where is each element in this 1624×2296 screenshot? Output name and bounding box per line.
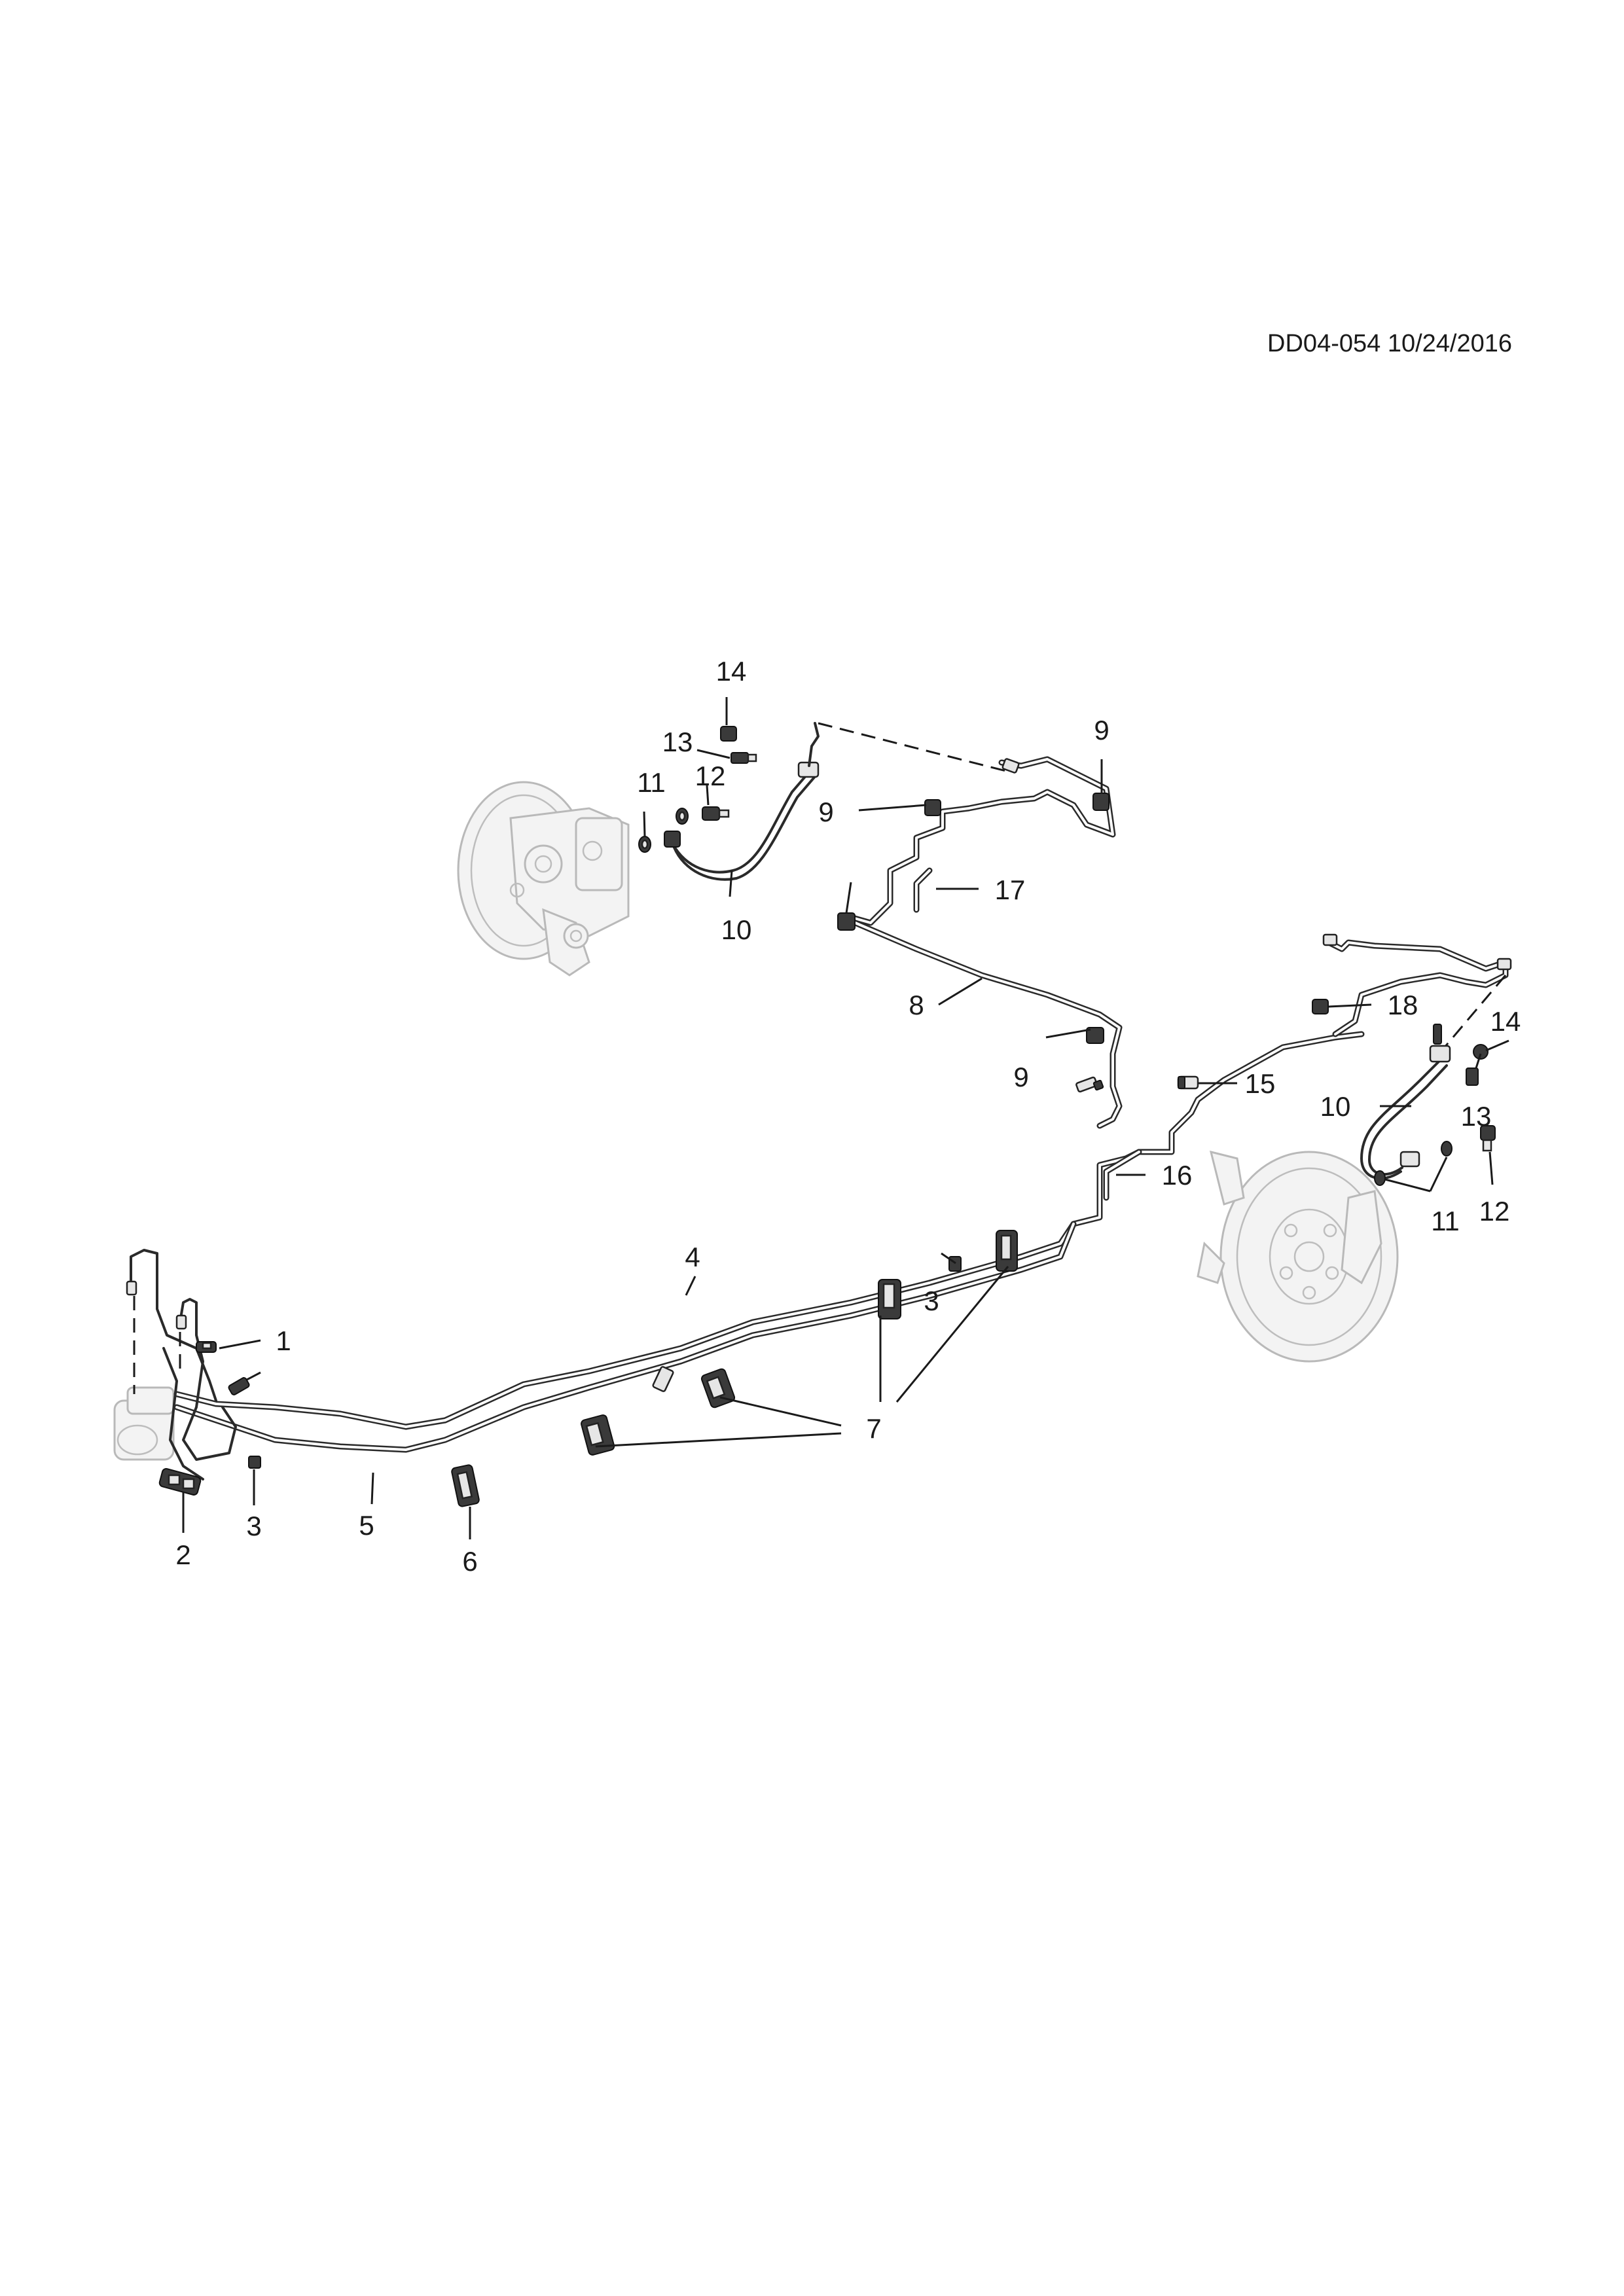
callout-9-low: 9 <box>1013 1062 1028 1092</box>
washer-11c <box>1374 1170 1386 1186</box>
brake-pipe-8 <box>818 722 1123 1129</box>
brake-pipe-4 <box>173 1031 1365 1430</box>
retainer-7a <box>581 1414 615 1456</box>
callout-15: 15 <box>1245 1068 1276 1099</box>
bolt-13b <box>1466 1067 1479 1086</box>
washer-11d <box>1441 1141 1453 1157</box>
clip-15 <box>1177 1075 1199 1090</box>
nut-3a <box>248 1456 261 1469</box>
washer-11a <box>638 836 651 853</box>
callout-12-rear: 12 <box>695 761 726 791</box>
callout-14-rear: 14 <box>716 656 747 687</box>
callout-12-front: 12 <box>1479 1196 1510 1227</box>
document-id: DD04-054 10/24/2016 <box>1267 330 1512 357</box>
callout-11-front: 11 <box>1431 1206 1460 1236</box>
clip-9d <box>1086 1027 1104 1044</box>
brake-pipe-5 <box>173 1221 1077 1453</box>
callout-17: 17 <box>995 874 1026 905</box>
callout-13-rear: 13 <box>662 726 693 757</box>
leader-lines <box>182 697 1509 1539</box>
callout-10-front: 10 <box>1320 1091 1351 1122</box>
clip-1 <box>196 1341 217 1353</box>
retainer-7c <box>878 1279 901 1319</box>
clip-9a <box>924 799 941 816</box>
callout-9-top: 9 <box>1094 715 1109 745</box>
callout-18: 18 <box>1388 990 1418 1020</box>
bolt-12b <box>1480 1125 1496 1152</box>
callout-labels: 1 2 3 3 4 5 6 7 8 9 9 9 10 10 11 11 12 1… <box>175 656 1521 1577</box>
nut-14b <box>1473 1044 1489 1060</box>
washer-11b <box>676 808 689 825</box>
rear-brake-hose-10 <box>664 722 820 881</box>
callout-6: 6 <box>462 1546 477 1577</box>
clip-1b <box>228 1377 250 1395</box>
callout-2: 2 <box>175 1539 190 1570</box>
callout-13-front: 13 <box>1461 1101 1492 1132</box>
callout-14-front: 14 <box>1490 1006 1521 1037</box>
clip-18 <box>1312 999 1329 1014</box>
pipe-marker <box>652 1366 674 1392</box>
callout-1: 1 <box>276 1325 291 1356</box>
abs-pipes <box>126 1249 237 1480</box>
callout-3-right: 3 <box>924 1285 939 1316</box>
front-brake-assembly <box>1197 1150 1399 1363</box>
pipe-17 <box>913 867 933 913</box>
clip-9b <box>1092 793 1110 811</box>
rear-brake-assembly <box>457 781 630 977</box>
clip-9c <box>837 912 856 931</box>
callout-16: 16 <box>1162 1160 1193 1191</box>
retainer-7d <box>996 1230 1018 1272</box>
retainer-6 <box>451 1464 480 1507</box>
nut-14a <box>720 726 737 742</box>
callout-7: 7 <box>866 1413 881 1444</box>
callout-10-rear: 10 <box>721 914 752 945</box>
bolt-12a <box>702 806 730 821</box>
bolt-13a <box>731 752 757 764</box>
retainer-7b <box>700 1368 736 1408</box>
callout-4: 4 <box>685 1242 700 1272</box>
front-brake-hose-10 <box>1360 1024 1451 1180</box>
connector-1-small <box>1075 1076 1104 1093</box>
callout-9-mid: 9 <box>818 797 833 827</box>
callout-3-left: 3 <box>246 1511 261 1541</box>
connector-2 <box>158 1468 202 1496</box>
abs-modulator-unit <box>113 1386 175 1461</box>
callout-11-rear: 11 <box>637 767 666 798</box>
pipe-16 <box>1103 1149 1142 1201</box>
callout-8: 8 <box>909 990 924 1020</box>
callout-5: 5 <box>359 1510 374 1541</box>
